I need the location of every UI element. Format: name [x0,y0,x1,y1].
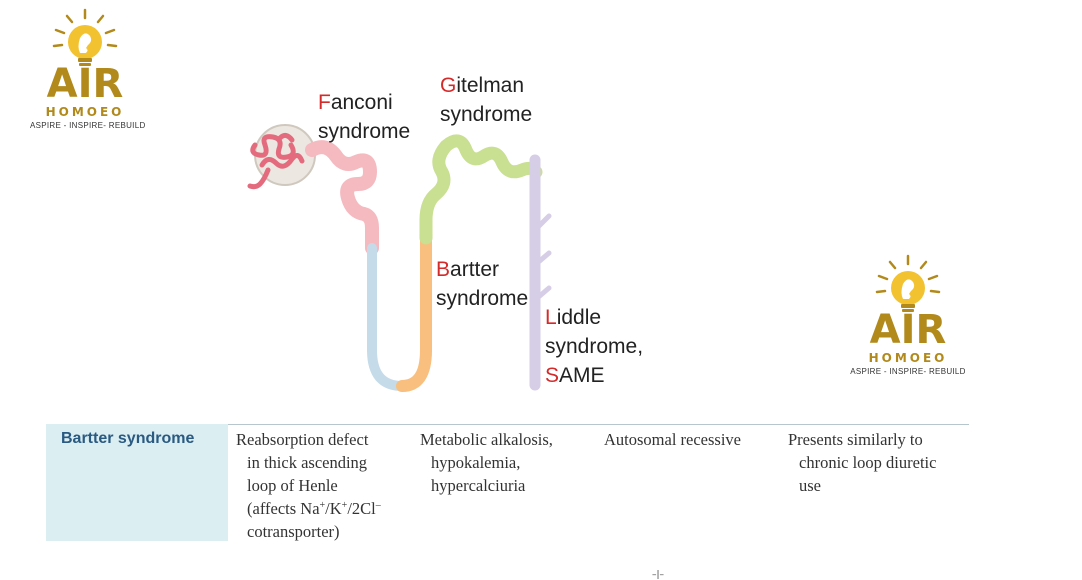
logo-tagline: ASPIRE - INSPIRE- REBUILD [30,121,146,130]
cell-line: Autosomal recessive [604,430,742,449]
logo-brand: AIR [46,61,124,107]
page-footer-mark: –|– [652,570,665,580]
distal-tubule [419,134,543,245]
label-line2: syndrome, [545,335,644,358]
superscript: – [375,500,381,511]
cell-text: /K [325,499,342,518]
table-cell-mechanism: Reabsorption defect in thick ascending l… [236,428,381,543]
cell-line: hypercalciuria [431,476,526,495]
cell-line: hypokalemia, [431,453,521,472]
label-bartter-syndrome: Bartter syndrome [436,255,528,313]
logo-subtitle: HOMOEO [868,351,948,365]
thick-ascending-limb [396,232,432,392]
cell-line-affects: (affects Na+/K+/2Cl– [236,497,381,520]
cell-line: Presents similarly to [788,430,923,449]
cell-line: use [799,476,821,495]
cell-text: /2Cl [347,499,376,518]
label-rest: AME [559,364,605,387]
label-rest: anconi [330,91,393,114]
label-gitelman-syndrome: Gitelman syndrome [440,71,532,129]
air-homoeo-logo-secondary: AIR HOMOEO ASPIRE - INSPIRE- REBUILD [848,254,968,376]
glomerulus [247,132,305,190]
cell-line: Reabsorption defect [236,430,369,449]
cell-line: cotransporter) [247,522,340,541]
cell-line: loop of Henle [247,476,338,495]
table-cell-findings: Metabolic alkalosis, hypokalemia, hyperc… [420,428,553,497]
proximal-tubule [305,140,379,255]
label-initial: S [545,364,560,387]
label-rest: iddle [556,306,602,329]
superscript: + [319,500,326,511]
logo-subtitle: HOMOEO [45,105,125,119]
table-row-header: Bartter syndrome [46,424,228,541]
lightbulb-logo-icon [52,8,118,66]
label-initial: G [440,74,457,97]
table-cell-notes: Presents similarly to chronic loop diure… [788,428,936,497]
cell-text: (affects Na [247,499,320,518]
label-line2: syndrome [440,103,533,126]
label-initial: B [436,258,451,281]
logo-tagline: ASPIRE - INSPIRE- REBUILD [850,367,966,376]
label-fanconi-syndrome: Fanconi syndrome [318,88,410,146]
cell-line: Metabolic alkalosis, [420,430,553,449]
logo-brand: AIR [869,307,947,353]
lightbulb-logo-icon [875,254,941,312]
row-header-label: Bartter syndrome [61,430,195,447]
descending-limb [367,243,407,391]
air-homoeo-logo: AIR HOMOEO ASPIRE - INSPIRE- REBUILD [30,8,146,130]
label-rest: itelman [456,74,525,97]
nephron-diagram [247,124,552,392]
label-rest: artter [450,258,500,281]
label-initial: L [545,306,557,329]
collecting-duct-branches [532,213,552,303]
table-top-rule [228,424,969,425]
label-liddle-syndrome-same: Liddle syndrome, SAME [545,303,643,390]
cell-line: in thick ascending [247,453,368,472]
superscript: + [341,500,348,511]
label-line2: syndrome [318,120,411,143]
label-initial: F [318,91,331,114]
label-line2: syndrome [436,287,529,310]
table-cell-inheritance: Autosomal recessive [604,428,741,451]
cell-line: chronic loop diuretic [799,453,937,472]
syndrome-table: Bartter syndrome Reabsorption defect in … [46,424,969,541]
